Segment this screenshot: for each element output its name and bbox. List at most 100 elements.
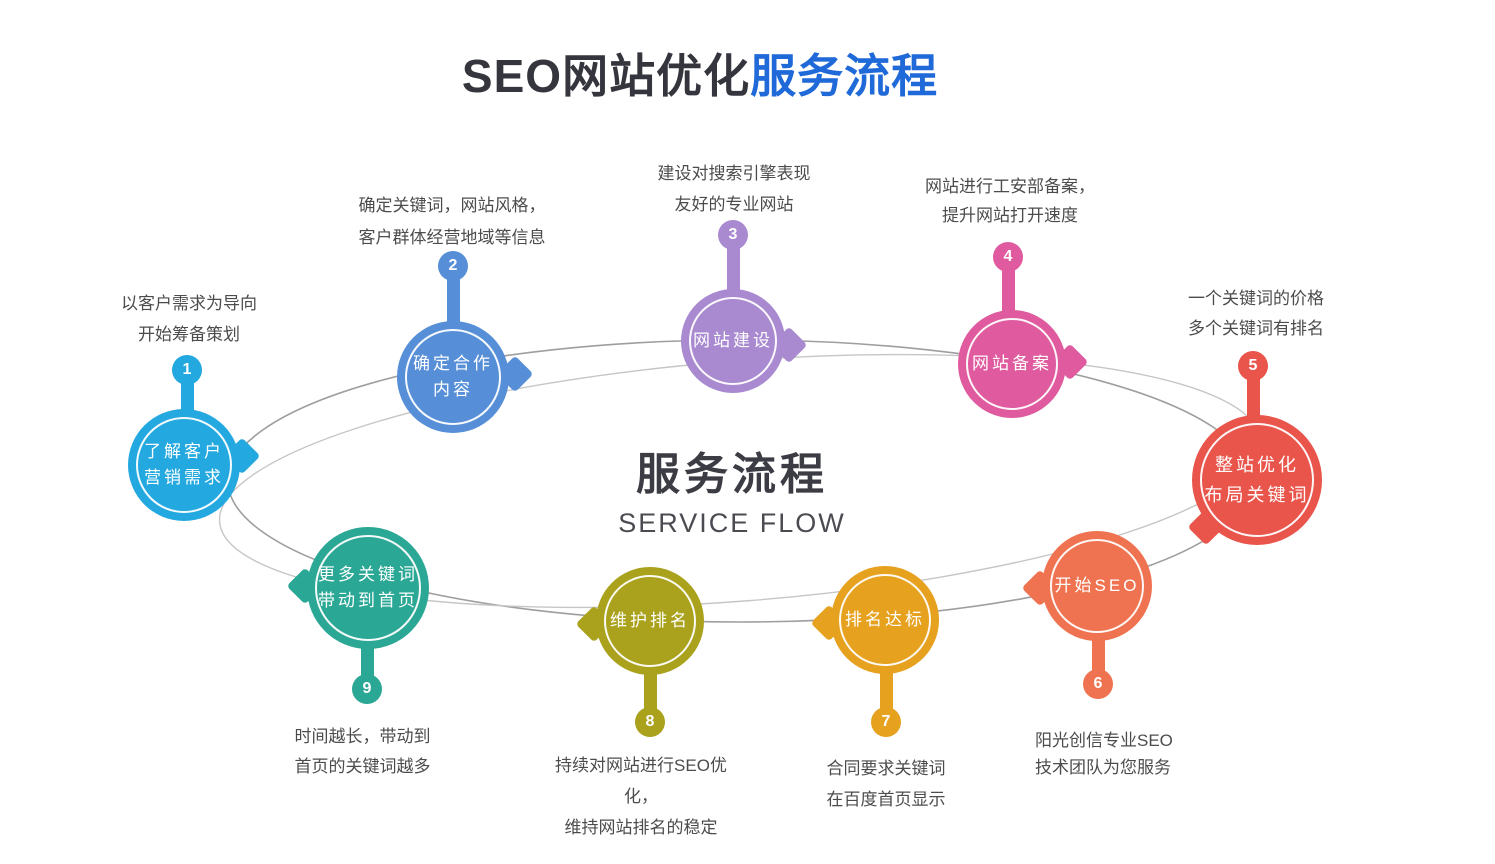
step-number: 1 bbox=[182, 361, 192, 378]
step-number-badge: 2 bbox=[438, 251, 468, 281]
label-line: 了解客户 bbox=[144, 442, 224, 461]
node-label: 开始SEO bbox=[1055, 573, 1140, 599]
node-desc-9: 时间越长，带动到 首页的关键词越多 bbox=[290, 722, 435, 782]
node-label: 了解客户 营销需求 bbox=[144, 439, 224, 491]
label-line: 排名达标 bbox=[845, 610, 925, 629]
flow-node-2: 2 确定合作 内容 bbox=[397, 251, 534, 433]
desc-line: 多个关键词有排名 bbox=[1188, 319, 1324, 338]
node-bubble: 整站优化 布局关键词 bbox=[1192, 415, 1322, 545]
step-number: 9 bbox=[362, 680, 372, 697]
step-number: 5 bbox=[1248, 357, 1258, 374]
node-desc-6: 阳光创信专业SEO 技术团队为您服务 bbox=[1035, 727, 1205, 781]
node-stem bbox=[727, 240, 740, 304]
desc-line: 持续对网站进行SEO优化， bbox=[555, 756, 727, 806]
desc-line: 提升网站打开速度 bbox=[942, 206, 1078, 225]
center-heading: 服务流程 bbox=[636, 450, 828, 499]
node-label: 整站优化 布局关键词 bbox=[1205, 450, 1310, 510]
node-desc-8: 持续对网站进行SEO优化， 维持网站排名的稳定 bbox=[541, 750, 741, 843]
desc-line: 时间越长，带动到 bbox=[294, 727, 431, 746]
label-line: 网站备案 bbox=[972, 354, 1052, 373]
step-number-badge: 8 bbox=[635, 707, 665, 737]
desc-line: 首页的关键词越多 bbox=[294, 757, 431, 776]
desc-line: 一个关键词的价格 bbox=[1188, 289, 1324, 308]
flow-node-4: 4 网站备案 bbox=[958, 242, 1089, 418]
flow-node-1: 1 了解客户 营销需求 [data-name="flow-node-1"] .b… bbox=[128, 355, 261, 521]
node-desc-4: 网站进行工安部备案， 提升网站打开速度 bbox=[915, 172, 1105, 230]
step-number: 4 bbox=[1003, 248, 1013, 265]
desc-line: 建设对搜索引擎表现 bbox=[657, 164, 811, 183]
node-bubble: 网站备案 bbox=[958, 310, 1066, 418]
label-line: 开始SEO bbox=[1054, 576, 1140, 595]
desc-line: 客户群体经营地域等信息 bbox=[358, 228, 546, 247]
node-desc-7: 合同要求关键词 在百度首页显示 bbox=[819, 753, 953, 815]
node-label: 确定合作 内容 bbox=[413, 351, 493, 403]
flow-node-8: 8 维护排名 bbox=[575, 567, 704, 737]
node-desc-3: 建设对搜索引擎表现 友好的专业网站 bbox=[639, 158, 829, 220]
node-bubble: 了解客户 营销需求 bbox=[128, 409, 240, 521]
step-number: 6 bbox=[1093, 675, 1103, 692]
bubble-ring bbox=[604, 575, 696, 667]
step-number: 3 bbox=[728, 226, 738, 243]
step-number: 7 bbox=[881, 713, 891, 730]
step-number-badge: 3 bbox=[718, 220, 748, 250]
center-label: 服务流程 SERVICE FLOW bbox=[572, 438, 892, 539]
node-desc-1: 以客户需求为导向 开始筹备策划 bbox=[104, 288, 274, 350]
desc-line: 维持网站排名的稳定 bbox=[564, 818, 718, 837]
bubble-ring bbox=[1200, 423, 1314, 537]
label-line: 内容 bbox=[433, 380, 473, 399]
page-title: SEO网站优化服务流程 bbox=[0, 40, 1400, 106]
node-bubble: 开始SEO bbox=[1042, 531, 1152, 641]
step-number-badge: 6 bbox=[1083, 669, 1113, 699]
bubble-ring bbox=[689, 297, 777, 385]
label-line: 更多关键词 bbox=[318, 565, 418, 584]
bubble-ring bbox=[966, 318, 1058, 410]
label-line: 营销需求 bbox=[144, 468, 224, 487]
bubble-ring bbox=[315, 535, 421, 641]
node-bubble: 确定合作 内容 bbox=[397, 321, 509, 433]
label-line: 维护排名 bbox=[610, 611, 690, 630]
label-line: 整站优化 bbox=[1215, 455, 1299, 475]
label-line: 布局关键词 bbox=[1204, 485, 1310, 505]
bubble-ring bbox=[136, 417, 232, 513]
node-label: 维护排名 bbox=[610, 608, 690, 634]
flow-node-6: 6 开始SEO bbox=[1021, 531, 1152, 699]
desc-line: 友好的专业网站 bbox=[674, 195, 794, 214]
step-number-badge: 1 bbox=[172, 355, 202, 385]
node-label: 排名达标 bbox=[845, 607, 925, 633]
label-line: 带动到首页 bbox=[318, 591, 418, 610]
flow-node-7: 7 排名达标 bbox=[810, 566, 939, 737]
desc-line: 以客户需求为导向 bbox=[121, 294, 257, 313]
step-number-badge: 7 bbox=[871, 707, 901, 737]
desc-line: 确定关键词，网站风格， bbox=[358, 196, 546, 215]
desc-line: 技术团队为您服务 bbox=[1035, 758, 1171, 777]
node-desc-2: 确定关键词，网站风格， 客户群体经营地域等信息 bbox=[347, 190, 557, 254]
node-bubble: 更多关键词 带动到首页 bbox=[307, 527, 429, 649]
desc-line: 开始筹备策划 bbox=[138, 325, 240, 344]
desc-line: 网站进行工安部备案， bbox=[925, 177, 1095, 196]
title-accent: 服务流程 bbox=[750, 50, 939, 102]
flow-node-9: 9 更多关键词 带动到首页 bbox=[286, 527, 429, 704]
desc-line: 阳光创信专业SEO bbox=[1035, 731, 1173, 750]
node-stem bbox=[447, 271, 460, 337]
flow-node-5: 5 整站优化 布局关键词 bbox=[1187, 351, 1322, 546]
node-label: 网站建设 bbox=[693, 328, 773, 354]
center-subheading: SERVICE FLOW bbox=[618, 508, 846, 538]
node-desc-5: 一个关键词的价格 多个关键词有排名 bbox=[1186, 284, 1326, 344]
node-bubble: 网站建设 bbox=[681, 289, 785, 393]
bubble-ring bbox=[839, 574, 931, 666]
flow-node-3: 3 网站建设 bbox=[681, 220, 808, 393]
step-number-badge: 4 bbox=[993, 242, 1023, 272]
node-label: 网站备案 bbox=[972, 351, 1052, 377]
label-line: 确定合作 bbox=[413, 354, 493, 373]
step-number: 2 bbox=[448, 257, 458, 274]
label-line: 网站建设 bbox=[693, 331, 773, 350]
title-prefix: SEO网站优化 bbox=[461, 50, 751, 102]
step-number-badge: 9 bbox=[352, 674, 382, 704]
node-bubble: 维护排名 bbox=[596, 567, 704, 675]
node-bubble: 排名达标 bbox=[831, 566, 939, 674]
desc-line: 合同要求关键词 bbox=[826, 759, 946, 778]
bubble-ring bbox=[1050, 539, 1144, 633]
node-label: 更多关键词 带动到首页 bbox=[318, 562, 418, 614]
step-number: 8 bbox=[645, 713, 655, 730]
